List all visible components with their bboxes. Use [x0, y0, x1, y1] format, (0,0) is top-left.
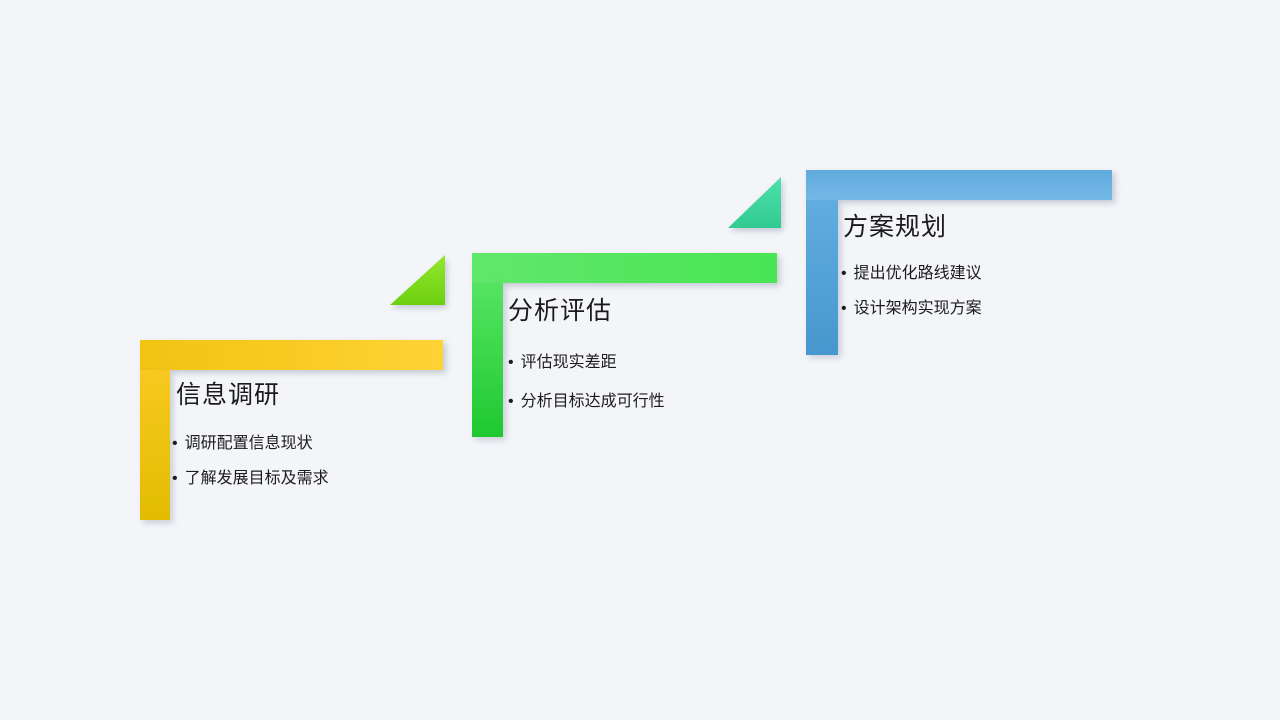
step2-bullet-2: 分析目标达成可行性 — [508, 392, 665, 412]
step3-bracket-vertical-bar — [806, 200, 838, 355]
step1-bullet-1: 调研配置信息现状 — [172, 434, 313, 454]
step2-bracket-vertical-bar — [472, 283, 503, 437]
step2-bracket-horizontal-bar — [472, 253, 777, 283]
step2-bullet-1: 评估现实差距 — [508, 353, 617, 373]
step1-bracket-horizontal-bar — [140, 340, 443, 370]
triangle-teal-icon — [728, 177, 781, 228]
step1-bullet-2: 了解发展目标及需求 — [172, 469, 329, 489]
step3-bullet-1: 提出优化路线建议 — [841, 264, 982, 284]
step2-title: 分析评估 — [508, 297, 613, 325]
triangle-teal-shape — [728, 177, 781, 228]
step3-bullet-2: 设计架构实现方案 — [841, 299, 982, 319]
step3-bracket-horizontal-bar — [806, 170, 1112, 200]
triangle-green-icon — [390, 255, 445, 305]
triangle-green-shape — [390, 255, 445, 305]
step3-title: 方案规划 — [843, 213, 948, 241]
step1-bracket-vertical-bar — [140, 370, 170, 520]
step1-title: 信息调研 — [176, 381, 281, 409]
